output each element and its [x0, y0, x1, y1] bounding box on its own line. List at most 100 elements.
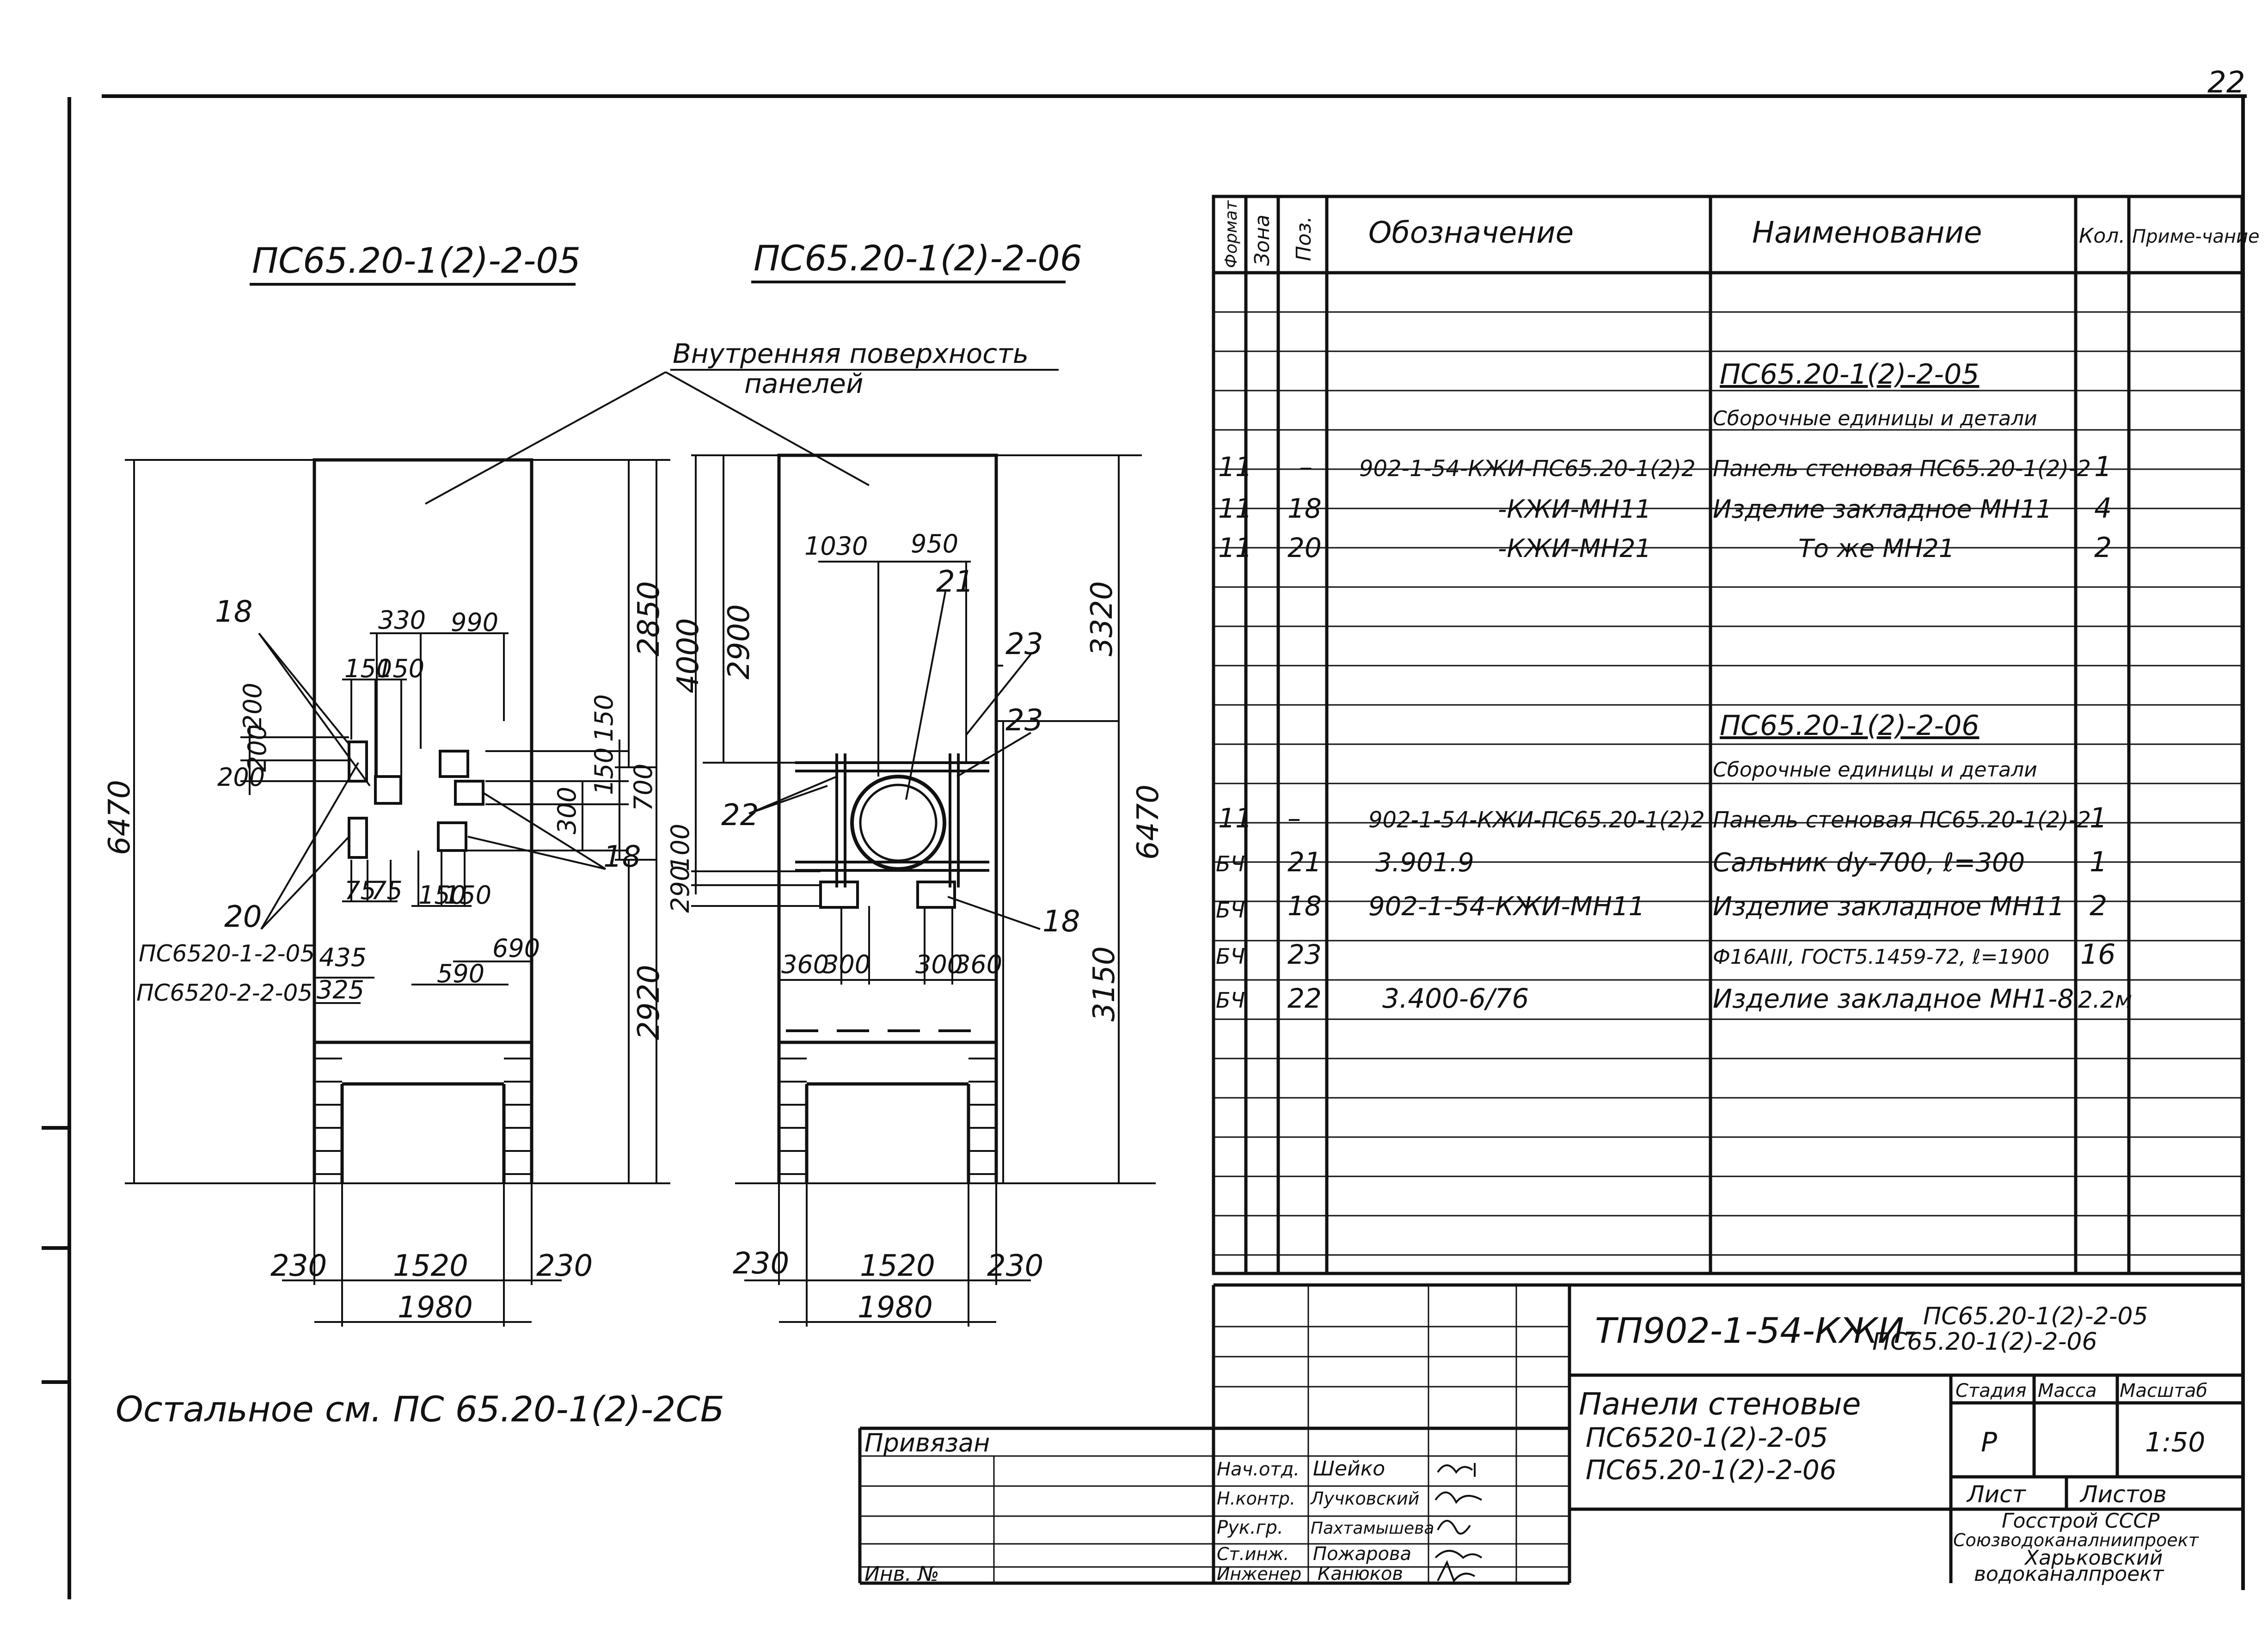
sheet-label: Лист	[1966, 1481, 2027, 1508]
stage-label: Стадия	[1955, 1380, 2026, 1401]
callout-18-left-b: 18	[603, 840, 641, 874]
spec-row: 11 – 902-1-54-КЖИ-ПС65.20-1(2)2 Панель с…	[1218, 451, 2112, 483]
mass-label: Масса	[2038, 1380, 2097, 1401]
doc-variant-2: ПС65.20-1(2)-2-06	[1872, 1328, 2097, 1356]
dim-100: 100	[666, 824, 695, 871]
callout-20: 20	[224, 900, 262, 934]
row-format: 11	[1218, 451, 1252, 483]
row-format: БЧ	[1216, 851, 1245, 876]
dim-330: 330	[378, 606, 426, 635]
spec-row: БЧ 23 Ф16АIII, ГОСТ5.1459-72, ℓ=1900 16	[1216, 938, 2115, 971]
row-format: 11	[1218, 493, 1252, 524]
spec-row: 11 18 -КЖИ-МН11 Изделие закладное МН11 4	[1218, 492, 2112, 525]
row-pos: –	[1287, 802, 1301, 834]
row-qty: 1	[2094, 451, 2112, 483]
dim-6470-left: 6470	[103, 780, 137, 855]
header-name: Наименование	[1752, 216, 1982, 250]
title-block-grid	[860, 1285, 1569, 1583]
dim-325: 325	[317, 975, 364, 1004]
signature-marks	[1434, 1463, 1483, 1583]
callout-22: 22	[721, 798, 759, 832]
right-view-title: ПС65.20-1(2)-2-06	[754, 238, 1082, 279]
staff-role: Н.контр.	[1217, 1488, 1295, 1509]
row-designation: 902-1-54-КЖИ-ПС65.20-1(2)2	[1368, 807, 1705, 833]
staff-list: Нач.отд. Шейко Н.контр. Лучковский Рук.г…	[1217, 1457, 1434, 1585]
dim-150-a: 150	[344, 654, 392, 683]
spec-header: Формат Зона Поз. Обозначение Наименовани…	[1222, 200, 2260, 268]
note-other: Остальное см. ПС 65.20-1(2)-2СБ	[116, 1389, 724, 1430]
dim-360-a: 360	[781, 950, 829, 979]
spec-row: БЧ 22 3.400-6/76 Изделие закладное МН1-8…	[1216, 983, 2132, 1014]
spec-row: Сборочные единицы и детали	[1713, 407, 2037, 430]
dim-1980-right: 1980	[858, 1291, 933, 1325]
row-name: Изделие закладное МН11	[1713, 495, 2052, 524]
dim-3150: 3150	[1087, 946, 1122, 1022]
row-qty: 1	[2090, 846, 2107, 878]
dim-150-c: 150	[589, 694, 619, 742]
row-format: БЧ	[1216, 898, 1245, 923]
row-qty: 16	[2080, 938, 2115, 971]
title-block: ТП902-1-54-КЖИ- ПС65.20-1(2)-2-05 ПС65.2…	[858, 1283, 2242, 1586]
staff-role: Инженер	[1217, 1564, 1301, 1584]
dim-1520-left: 1520	[393, 1249, 468, 1283]
dim-200-c: 200	[243, 724, 272, 772]
sheet-number: 22	[2207, 66, 2245, 100]
header-format: Формат	[1222, 200, 1241, 268]
row-name: Сальник dу-700, ℓ=300	[1713, 848, 2025, 878]
spec-table: Формат Зона Поз. Обозначение Наименовани…	[1212, 195, 2260, 1275]
row-pos: 23	[1287, 939, 1322, 970]
left-embedded-items	[348, 740, 484, 859]
drawing-title-1: Панели стеновые	[1579, 1386, 1861, 1422]
row-designation: -КЖИ-МН11	[1498, 495, 1651, 524]
dim-1520-right: 1520	[860, 1249, 935, 1283]
dim-1030: 1030	[804, 532, 868, 561]
stage-value: Р	[1981, 1426, 1997, 1458]
header-designation: Обозначение	[1368, 216, 1574, 250]
row-pos: 21	[1287, 846, 1322, 878]
dim-230-b-left: 230	[536, 1249, 593, 1283]
variant-label-1: ПС6520-1-2-05	[139, 940, 315, 967]
callout-23-b: 23	[1005, 704, 1043, 738]
callout-18-right: 18	[1042, 905, 1080, 939]
callout-21: 21	[936, 565, 974, 599]
row-format: 11	[1218, 532, 1252, 563]
spec-row: ПС65.20-1(2)-2-05	[1720, 358, 1979, 391]
org-3: Харьковский	[2024, 1546, 2163, 1570]
bound-label: Привязан	[864, 1428, 990, 1457]
dim-700: 700	[629, 764, 658, 811]
row-name: ПС65.20-1(2)-2-06	[1720, 710, 1979, 742]
gland-assembly	[795, 753, 989, 909]
row-name: То же МН21	[1798, 534, 1955, 563]
row-qty: 2	[2094, 532, 2112, 564]
dim-690: 690	[492, 934, 540, 963]
right-panel-hatch	[779, 1058, 996, 1175]
callout-18-left-a: 18	[215, 595, 252, 629]
sheets-label: Листов	[2079, 1481, 2167, 1508]
dim-75-b: 75	[371, 876, 403, 905]
row-name: Сборочные единицы и детали	[1713, 758, 2037, 782]
row-designation: 3.901.9	[1375, 848, 1474, 878]
dim-300-a: 300	[823, 950, 870, 979]
dim-360-b: 360	[955, 950, 1002, 979]
row-name: Изделие закладное МН1-8	[1713, 984, 2074, 1014]
row-qty: 2.2м	[2078, 986, 2132, 1013]
left-panel-hatch	[314, 1058, 532, 1175]
left-view-title: ПС65.20-1(2)-2-05	[252, 240, 581, 281]
drawing-title-3: ПС65.20-1(2)-2-06	[1586, 1454, 1837, 1486]
row-pos: 18	[1287, 890, 1322, 922]
row-designation: 902-1-54-КЖИ-ПС65.20-1(2)2	[1359, 456, 1696, 482]
dim-290: 290	[666, 865, 695, 913]
dim-2920: 2920	[632, 965, 666, 1040]
org-4: водоканалпроект	[1974, 1562, 2164, 1586]
staff-role: Рук.гр.	[1217, 1517, 1283, 1538]
row-pos: 22	[1287, 983, 1322, 1014]
dim-990: 990	[451, 608, 498, 637]
dim-950: 950	[911, 529, 958, 558]
staff-name: Шейко	[1313, 1457, 1385, 1481]
dim-590: 590	[437, 959, 484, 988]
row-pos: 20	[1287, 532, 1322, 563]
scale-label: Масштаб	[2120, 1380, 2207, 1401]
header-zone: Зона	[1250, 214, 1274, 266]
header-pos: Поз.	[1292, 216, 1316, 261]
